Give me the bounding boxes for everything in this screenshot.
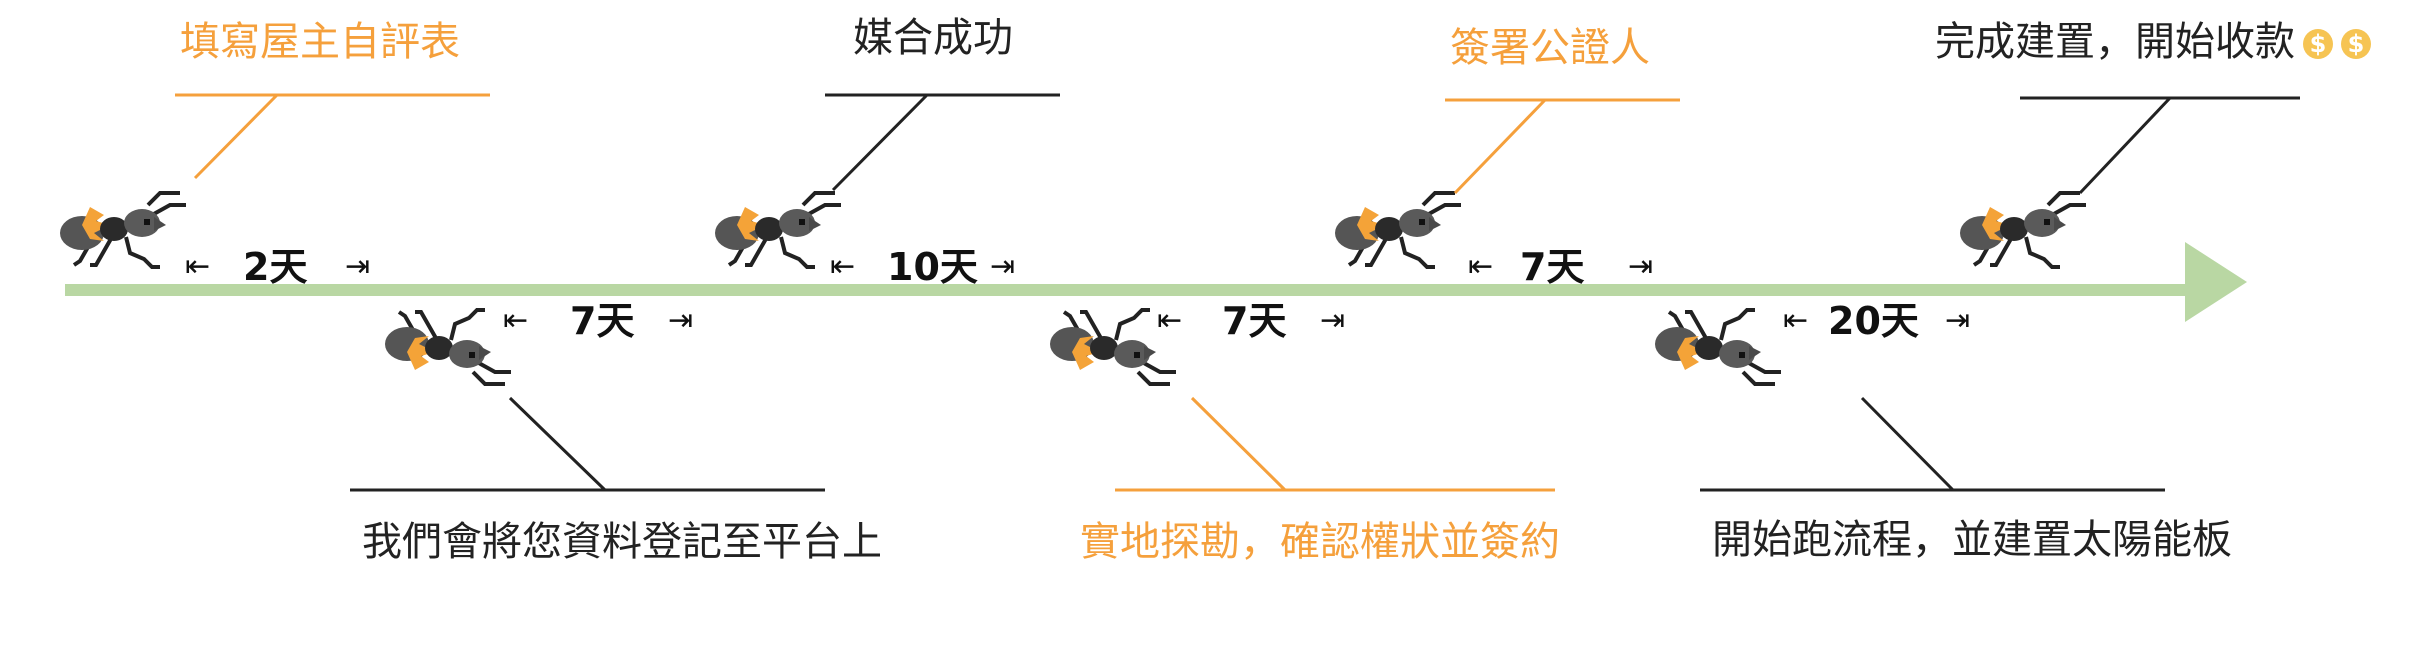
duration-label: 10天 — [887, 245, 978, 289]
dollar-coin-icon: $ — [2303, 29, 2333, 59]
leader-line — [2078, 96, 2172, 195]
leader-line — [193, 93, 279, 180]
duration-end-arrow: ⇥ — [1945, 303, 1971, 338]
duration-end-arrow: ⇥ — [1320, 303, 1346, 338]
leader-line — [508, 396, 607, 492]
duration-end-arrow: ⇥ — [668, 303, 694, 338]
duration-start-arrow: ⇤ — [1783, 303, 1809, 338]
duration-start-arrow: ⇤ — [1468, 249, 1494, 284]
ant-icon — [1653, 308, 1783, 386]
milestone-label: 開始跑流程，並建置太陽能板 — [1712, 520, 2232, 560]
leader-line — [1860, 396, 1955, 492]
duration-end-arrow: ⇥ — [990, 249, 1016, 284]
milestone-label: 完成建置，開始收款 $ $ — [1935, 22, 2371, 62]
leader-line — [1453, 98, 1547, 195]
milestone-text: 簽署公證人 — [1450, 25, 1650, 71]
duration-end-arrow: ⇥ — [1628, 249, 1654, 284]
ant-icon — [713, 191, 843, 269]
leader-line — [1190, 396, 1287, 492]
timeline-arrowhead — [2185, 242, 2247, 322]
milestone-text: 開始跑流程，並建置太陽能板 — [1712, 517, 2232, 563]
milestone-label: 我們會將您資料登記至平台上 — [362, 522, 882, 562]
ant-icon — [383, 308, 513, 386]
duration-start-arrow: ⇤ — [830, 249, 856, 284]
ant-icon — [58, 191, 188, 269]
ant-icon — [1958, 191, 2088, 269]
ant-icon — [1333, 191, 1463, 269]
duration-label: 20天 — [1828, 299, 1919, 343]
milestone-label: 填寫屋主自評表 — [180, 22, 460, 62]
duration-label: 7天 — [1222, 299, 1287, 343]
milestone-label: 簽署公證人 — [1450, 28, 1650, 68]
milestone-text: 媒合成功 — [853, 15, 1013, 61]
duration-label: 2天 — [243, 245, 308, 289]
duration-label: 7天 — [1520, 245, 1585, 289]
dollar-coin-icon: $ — [2341, 29, 2371, 59]
duration-start-arrow: ⇤ — [503, 303, 529, 338]
milestone-text: 實地探勘，確認權狀並簽約 — [1080, 519, 1560, 565]
duration-end-arrow: ⇥ — [345, 249, 371, 284]
milestone-text: 填寫屋主自評表 — [180, 19, 460, 65]
milestone-text: 完成建置，開始收款 — [1935, 19, 2295, 65]
leader-line — [831, 93, 929, 192]
duration-start-arrow: ⇤ — [1157, 303, 1183, 338]
milestone-text: 我們會將您資料登記至平台上 — [362, 519, 882, 565]
milestone-label: 媒合成功 — [853, 18, 1013, 58]
duration-label: 7天 — [570, 299, 635, 343]
milestone-label: 實地探勘，確認權狀並簽約 — [1080, 522, 1560, 562]
duration-start-arrow: ⇤ — [185, 249, 211, 284]
